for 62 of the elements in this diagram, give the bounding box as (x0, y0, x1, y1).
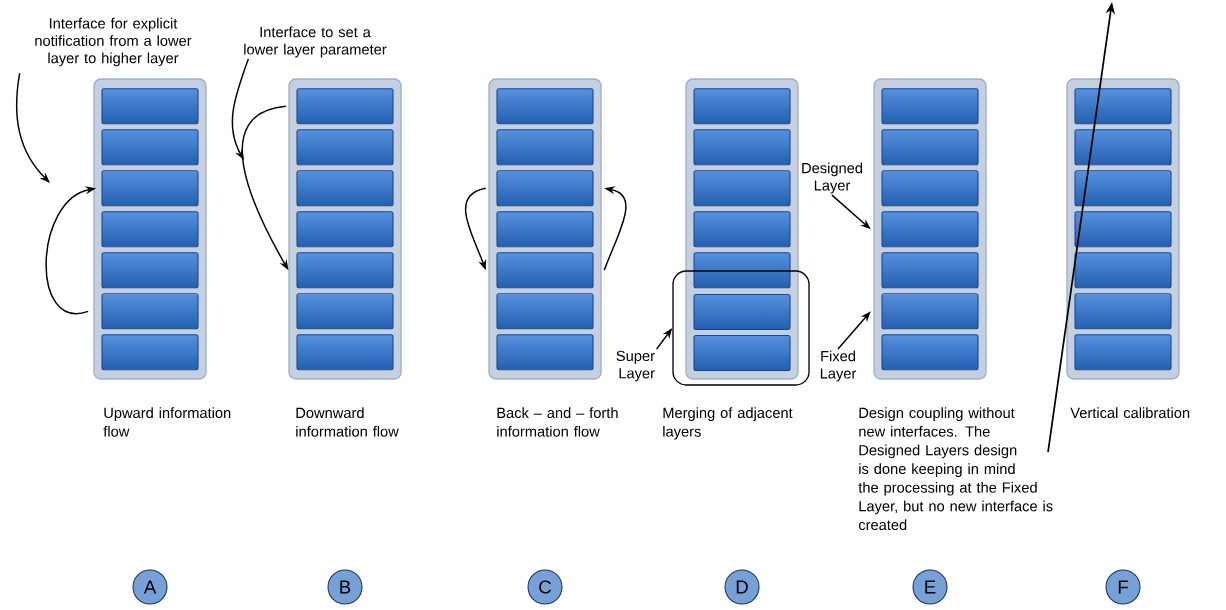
layer-bar (881, 88, 979, 125)
layer-bar (693, 252, 791, 289)
layer-bar (881, 334, 979, 371)
layer-bar (1074, 211, 1172, 248)
layer-bar (496, 129, 594, 166)
letter-badge: A (132, 569, 168, 605)
layer-bar (1074, 170, 1172, 207)
layer-bar (693, 170, 791, 207)
layer-bar (296, 170, 394, 207)
layer-bar (1074, 252, 1172, 289)
caption: Vertical calibration (1070, 407, 1190, 419)
layer-bar (296, 129, 394, 166)
layer-bar (101, 129, 199, 166)
caption: Merging of adjacent layers (663, 407, 793, 440)
layer-bar (296, 88, 394, 125)
letter-badge: C (527, 569, 563, 605)
layer-bar (101, 88, 199, 125)
layer-bar (496, 252, 594, 289)
layer-bar (693, 334, 791, 372)
layer-bar (881, 170, 979, 207)
annotation: Interface for explicit notification from a lower layer to higher layer (35, 17, 192, 67)
layer-bar (496, 293, 594, 330)
layer-bar (496, 334, 594, 371)
layer-bar (296, 252, 394, 289)
caption: Upward information flow (103, 407, 231, 437)
layer-bar (496, 88, 594, 125)
annotation: Super Layer (616, 350, 655, 382)
annotation: Designed Layer (802, 162, 863, 194)
layer-bar (496, 170, 594, 207)
caption: Design coupling without new interfaces. The Designed Layers design is done keeping in mind the processing at the Fixed Layer, but no new interface is created (858, 407, 1053, 531)
layer-bar (881, 293, 979, 330)
layer-bar (496, 211, 594, 248)
layer-bar (881, 129, 979, 166)
arrow (603, 186, 627, 272)
layer-bar (101, 334, 199, 371)
layer-bar (101, 252, 199, 289)
caption: Downward information flow (296, 407, 399, 437)
layer-bar (1074, 293, 1172, 330)
annotation: Interface to set a lower layer parameter (244, 26, 387, 58)
letter-badge: E (912, 569, 948, 605)
layer-bar (101, 211, 199, 248)
layer-bar (1074, 334, 1172, 371)
layer-bar (1074, 129, 1172, 166)
layer-bar (101, 293, 199, 330)
layer-bar (1074, 88, 1172, 125)
caption: Back – and – forth information flow (497, 407, 618, 437)
layer-bar (693, 211, 791, 248)
letter-badge: D (724, 569, 760, 605)
layer-bar (881, 211, 979, 248)
layer-bar (296, 293, 394, 330)
layer-bar (693, 129, 791, 166)
leader-line (15, 72, 50, 183)
annotation: Fixed Layer (820, 350, 857, 382)
super-layer-outline (672, 270, 810, 386)
layer-bar (693, 293, 791, 331)
layer-bar (693, 88, 791, 125)
layer-bar (101, 170, 199, 207)
layer-bar (296, 334, 394, 371)
layer-bar (881, 252, 979, 289)
letter-badge: B (327, 569, 363, 605)
letter-badge: F (1105, 569, 1141, 605)
layer-bar (296, 211, 394, 248)
